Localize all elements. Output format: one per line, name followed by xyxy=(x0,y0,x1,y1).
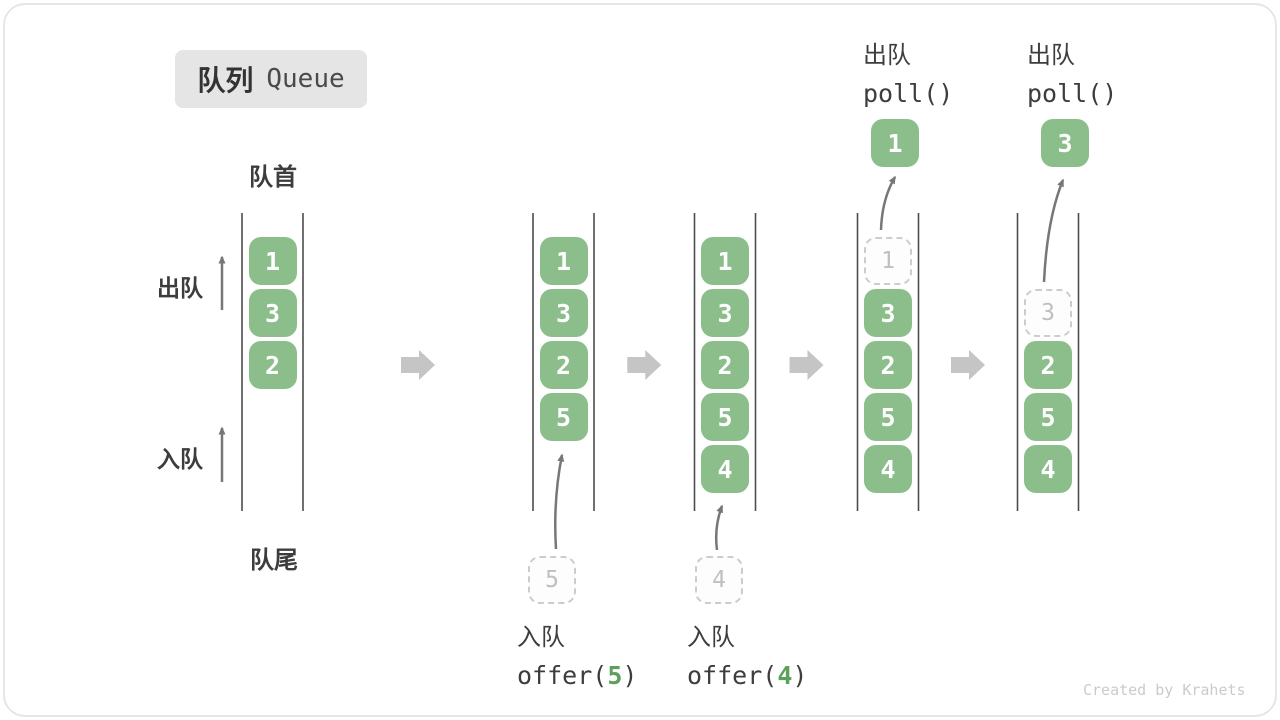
poll-op-2-code: poll() xyxy=(1027,79,1118,108)
title-badge: 队列 Queue xyxy=(175,50,367,108)
code-post: ) xyxy=(792,661,808,690)
queue-cell-state3-3: 3 xyxy=(701,289,749,337)
enqueue-arrow-offer5 xyxy=(554,453,565,550)
step-arrow-1 xyxy=(401,350,435,380)
staged-value-5: 5 xyxy=(528,556,576,604)
diagram-canvas: 队列 Queue 队首 队尾 出队 入队 出队 poll() 出队 poll()… xyxy=(3,3,1277,717)
queue-cell-state2-5: 5 xyxy=(539,393,588,441)
queue-cell-state1-3: 3 xyxy=(248,289,297,337)
arrows-overlay xyxy=(218,175,1080,551)
enqueue-side-label: 入队 xyxy=(157,446,203,472)
poll-op-1-code: poll() xyxy=(863,79,954,108)
step-arrow-2 xyxy=(627,350,662,380)
poll-arrow-2 xyxy=(1042,178,1065,283)
enqueue-op-1-code: offer(5) xyxy=(517,661,637,690)
code-pre: offer( xyxy=(687,661,778,690)
polled-value-2: 3 xyxy=(1041,119,1089,167)
enqueue-op-2-code: offer(4) xyxy=(687,661,807,690)
enqueue-op-2-zh: 入队 xyxy=(687,624,735,651)
queue-cell-state4-1: 1 xyxy=(864,237,912,285)
step-arrow-4 xyxy=(951,350,985,380)
poll-op-2: 出队 poll() xyxy=(1027,35,1117,108)
enqueue-op-1-zh: 入队 xyxy=(517,624,565,651)
queue-cell-state2-3: 3 xyxy=(539,289,588,337)
queue-cell-state2-2: 2 xyxy=(539,341,588,389)
queue-cell-state3-4: 4 xyxy=(701,445,749,493)
queue-cell-state2-1: 1 xyxy=(539,237,588,285)
queue-cell-state4-4: 4 xyxy=(864,445,912,493)
code-post: ) xyxy=(622,661,638,690)
poll-op-1-zh: 出队 xyxy=(863,42,911,69)
poll-op-1: 出队 poll() xyxy=(863,35,953,108)
code-pre: offer( xyxy=(517,661,608,690)
queue-cell-state3-2: 2 xyxy=(701,341,749,389)
title-zh: 队列 xyxy=(197,65,254,96)
poll-op-2-zh: 出队 xyxy=(1027,42,1075,69)
polled-value-1: 1 xyxy=(871,119,919,167)
queue-cell-state1-2: 2 xyxy=(248,341,297,389)
enqueue-op-1: 入队 offer(5) xyxy=(517,617,637,690)
poll-arrow-1 xyxy=(879,175,897,231)
step-arrow-3 xyxy=(789,350,824,380)
queue-cell-state5-5: 5 xyxy=(1024,393,1072,441)
queue-cell-state5-3: 3 xyxy=(1024,289,1072,337)
code-arg: 5 xyxy=(607,661,623,690)
queue-cell-state5-4: 4 xyxy=(1024,445,1072,493)
queue-cell-state1-1: 1 xyxy=(248,237,297,285)
queue-cell-state5-2: 2 xyxy=(1024,341,1072,389)
queue-cell-state4-5: 5 xyxy=(864,393,912,441)
queue-rear-label: 队尾 xyxy=(250,547,298,574)
queue-front-label: 队首 xyxy=(249,164,297,191)
queue-cell-state4-2: 2 xyxy=(864,341,912,389)
watermark: Created by Krahets xyxy=(1083,681,1246,699)
title-en: Queue xyxy=(266,64,345,94)
queue-cell-state4-3: 3 xyxy=(864,289,912,337)
enqueue-arrow-offer4 xyxy=(714,504,724,551)
dequeue-side-label: 出队 xyxy=(157,275,203,301)
queue-cell-state3-5: 5 xyxy=(701,393,749,441)
staged-value-4: 4 xyxy=(695,556,743,604)
queue-cell-state3-1: 1 xyxy=(701,237,749,285)
enqueue-op-2: 入队 offer(4) xyxy=(687,617,807,690)
code-arg: 4 xyxy=(777,661,793,690)
